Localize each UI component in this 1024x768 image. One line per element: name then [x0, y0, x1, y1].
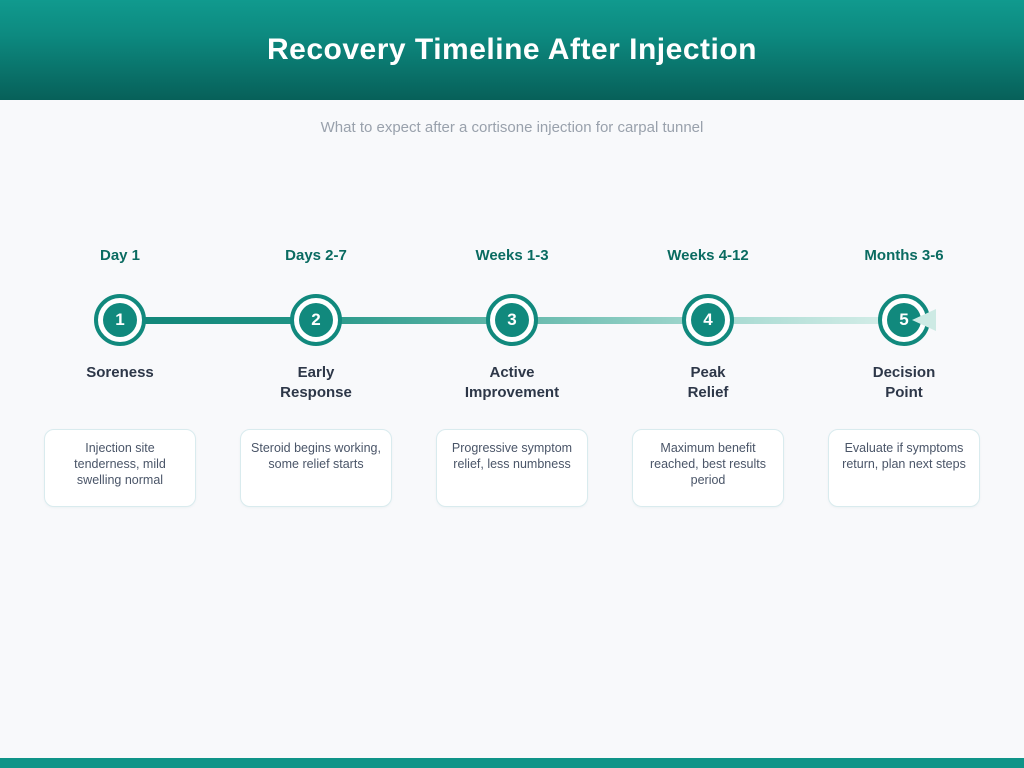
timeline-board: Day 1 1 Soreness Injection site tenderne…	[0, 247, 1024, 507]
stage-number: 4	[691, 303, 725, 337]
timeline-stage-5: Months 3-6 5 Decision Point Evaluate if …	[806, 247, 1002, 507]
stage-name: Peak Relief	[687, 364, 729, 401]
header-banner: Recovery Timeline After Injection	[0, 0, 1024, 100]
stage-name: Decision Point	[872, 364, 936, 401]
stage-marker: 2	[218, 294, 414, 346]
stage-number: 1	[103, 303, 137, 337]
stage-description-card: Maximum benefit reached, best results pe…	[632, 429, 784, 507]
stage-name: Early Response	[280, 364, 352, 401]
stage-marker: 3	[414, 294, 610, 346]
stage-date: Months 3-6	[864, 247, 944, 264]
stage-circle-icon: 4	[682, 294, 734, 346]
stage-marker: 5	[806, 294, 1002, 346]
stage-number: 3	[495, 303, 529, 337]
timeline-stage-2: Days 2-7 2 Early Response Steroid begins…	[218, 247, 414, 507]
timeline-stage-1: Day 1 1 Soreness Injection site tenderne…	[22, 247, 218, 507]
stage-circle-icon: 2	[290, 294, 342, 346]
stage-name: Active Improvement	[464, 364, 560, 401]
stage-marker: 1	[22, 294, 218, 346]
timeline-stage-4: Weeks 4-12 4 Peak Relief Maximum benefit…	[610, 247, 806, 507]
stage-circle-icon: 3	[486, 294, 538, 346]
stage-description-card: Injection site tenderness, mild swelling…	[44, 429, 196, 507]
footer-bar	[0, 758, 1024, 768]
stage-date: Day 1	[99, 247, 141, 264]
page-subtitle: What to expect after a cortisone injecti…	[320, 119, 704, 136]
stage-marker: 4	[610, 294, 806, 346]
stage-circle-icon: 5	[878, 294, 930, 346]
stage-description-card: Steroid begins working, some relief star…	[240, 429, 392, 507]
stage-date: Weeks 4-12	[667, 247, 749, 264]
stage-circle-icon: 1	[94, 294, 146, 346]
stage-description-card: Evaluate if symptoms return, plan next s…	[828, 429, 980, 507]
timeline-stage-3: Weeks 1-3 3 Active Improvement Progressi…	[414, 247, 610, 507]
stage-name: Soreness	[86, 364, 154, 381]
stage-date: Days 2-7	[285, 247, 347, 264]
stage-description-card: Progressive symptom relief, less numbnes…	[436, 429, 588, 507]
stage-number: 2	[299, 303, 333, 337]
timeline-arrow-icon	[912, 309, 936, 331]
stage-date: Weeks 1-3	[475, 247, 549, 264]
timeline-columns: Day 1 1 Soreness Injection site tenderne…	[0, 247, 1024, 507]
page-title: Recovery Timeline After Injection	[267, 33, 757, 66]
